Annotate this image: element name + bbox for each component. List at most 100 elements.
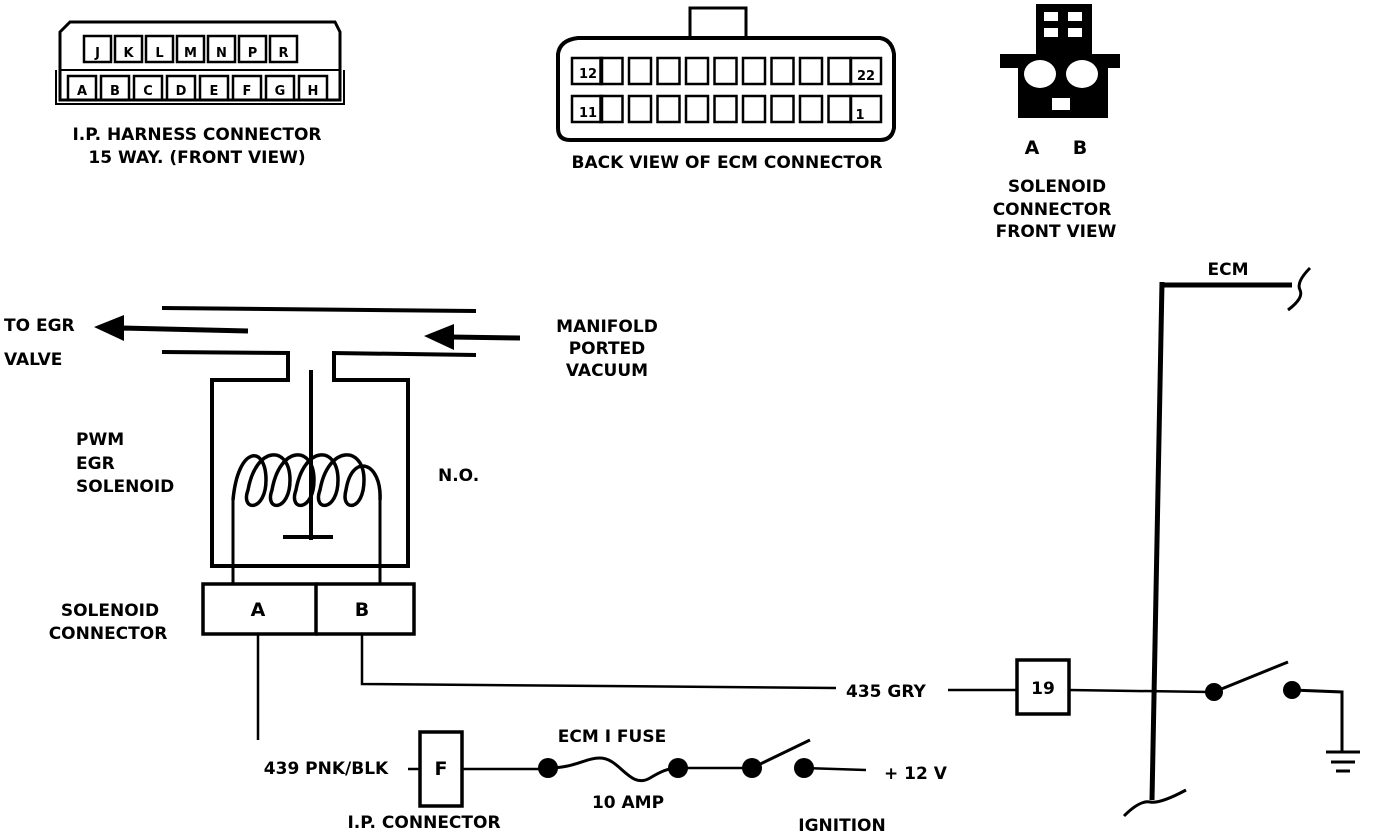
ecm-cavity xyxy=(770,56,795,86)
ip-top-letter: R xyxy=(278,46,288,61)
ecm-cavity xyxy=(570,94,604,124)
ip-bottom-letter: E xyxy=(210,84,219,99)
ip-bottom-letter: D xyxy=(176,84,187,99)
front-view-title-line3: FRONT VIEW xyxy=(996,222,1117,242)
ip-bottom-letter: B xyxy=(110,84,120,99)
to-egr-label-line1: TO EGR xyxy=(4,316,75,336)
ecm-cavity xyxy=(849,56,883,86)
ip-top-cavity xyxy=(237,34,268,64)
ip-bottom-letter: G xyxy=(275,84,286,99)
solenoid-connector-label-line2: CONNECTOR xyxy=(49,624,168,644)
ecm-label: ECM xyxy=(1207,260,1248,280)
front-view-title-line2: CONNECTOR xyxy=(993,200,1112,220)
ip-top-cavity xyxy=(206,34,237,64)
ground-symbol xyxy=(1326,750,1360,773)
ecm-pin-19-box xyxy=(1015,658,1071,716)
ecm-connector-title: BACK VIEW OF ECM CONNECTOR xyxy=(572,153,883,173)
manifold-label-line1: MANIFOLD xyxy=(556,317,658,337)
ecm-connector-view: 12 22 11 1 BACK VIEW OF ECM CONNECTOR xyxy=(556,6,896,173)
ecm-cavity xyxy=(741,56,767,86)
ip-harness-bottom-row: A B C D E F G H xyxy=(66,74,329,102)
front-view-pin-a: A xyxy=(1025,137,1040,159)
ip-top-letter: N xyxy=(216,46,227,61)
supply-voltage-label: + 12 V xyxy=(884,764,948,784)
ecm-pin-22: 22 xyxy=(857,69,875,84)
solenoid-label-line1: PWM xyxy=(76,430,124,450)
ecm-pin-12: 12 xyxy=(579,67,597,82)
ecm-cavity xyxy=(713,56,738,86)
ecm-cavity xyxy=(827,56,852,86)
ip-bottom-cavity xyxy=(231,74,263,102)
normally-open-label: N.O. xyxy=(438,466,479,486)
ip-top-cavity xyxy=(82,34,113,64)
ip-top-letter: M xyxy=(184,46,197,61)
ecm-cavity xyxy=(656,56,681,86)
front-view-pin-b: B xyxy=(1073,137,1087,159)
ecm-pin-19-label: 19 xyxy=(1031,679,1055,699)
ip-bottom-letter: A xyxy=(77,84,87,99)
wire-439-pnk-blk: 439 PNK/BLK F I.P. CONNECTOR ECM I FUSE … xyxy=(256,634,948,834)
ip-bottom-letter: F xyxy=(243,84,252,99)
solenoid-connector-label-line1: SOLENOID xyxy=(61,601,159,621)
ecm-cavity xyxy=(770,94,795,124)
ecm-cavity xyxy=(684,56,710,86)
ecm-cavity xyxy=(713,94,738,124)
ip-top-cavity xyxy=(268,34,299,64)
manifold-label-line2: PORTED xyxy=(569,339,646,359)
ecm-boundary: ECM xyxy=(1122,260,1360,818)
ecm-pin-11: 11 xyxy=(579,106,597,121)
ip-bottom-cavity xyxy=(66,74,98,102)
ecm-cavity xyxy=(627,56,653,86)
fuse-name-label: ECM I FUSE xyxy=(558,727,666,747)
ecm-cavity xyxy=(849,94,883,124)
ip-connector-label: I.P. CONNECTOR xyxy=(347,813,500,833)
ecm-cavity xyxy=(798,56,824,86)
ip-top-letter: K xyxy=(123,46,134,61)
ip-top-letter: P xyxy=(248,46,258,61)
ecm-cavity xyxy=(827,94,852,124)
wire-439-label: 439 PNK/BLK xyxy=(264,759,389,779)
to-egr-arrow xyxy=(94,315,124,341)
ip-bottom-cavity xyxy=(264,74,296,102)
pwm-egr-solenoid: PWM EGR SOLENOID N.O. xyxy=(76,354,479,584)
ignition-label: IGNITION xyxy=(798,816,885,834)
ip-top-letter: J xyxy=(94,46,100,61)
manifold-vacuum-arrow xyxy=(424,324,454,350)
to-egr-label-line2: VALVE xyxy=(4,350,62,370)
ip-harness-title-line2: 15 WAY. (FRONT VIEW) xyxy=(88,148,305,168)
solenoid-coil xyxy=(231,453,382,508)
ecm-cavity xyxy=(570,56,604,86)
ecm-cavity xyxy=(627,94,653,124)
solenoid-label-line2: EGR xyxy=(76,454,115,474)
fuse-element xyxy=(547,756,679,782)
ecm-pin-1: 1 xyxy=(855,108,864,123)
ecm-cavity xyxy=(798,94,824,124)
ip-bottom-cavity xyxy=(99,74,131,102)
ip-bottom-letter: C xyxy=(143,84,153,99)
ip-bottom-cavity xyxy=(165,74,197,102)
solenoid-label-line3: SOLENOID xyxy=(76,477,174,497)
wire-435-gry: 435 GRY 19 xyxy=(360,634,1211,716)
ip-harness-title-line1: I.P. HARNESS CONNECTOR xyxy=(72,125,321,145)
ecm-cavity xyxy=(684,94,710,124)
ip-bottom-cavity xyxy=(198,74,230,102)
ip-bottom-cavity xyxy=(132,74,164,102)
ip-top-cavity xyxy=(175,34,206,64)
solenoid-connector-front-view: A B SOLENOID CONNECTOR FRONT VIEW xyxy=(993,4,1120,242)
ip-top-cavity xyxy=(113,34,144,64)
front-view-title-line1: SOLENOID xyxy=(1008,177,1106,197)
solenoid-connector-pin-a: A xyxy=(251,599,266,621)
ip-top-cavity xyxy=(144,34,175,64)
ip-connector-pin-f: F xyxy=(435,758,448,780)
ecm-cavity xyxy=(599,56,624,86)
ecm-connector-pin-grid xyxy=(570,56,883,124)
solenoid-connector-pin-b: B xyxy=(355,599,369,621)
ip-bottom-cavity xyxy=(297,74,329,102)
fuse-rating-label: 10 AMP xyxy=(592,793,664,813)
ip-bottom-letter: H xyxy=(308,84,319,99)
vacuum-passage: TO EGR VALVE MANIFOLD PORTED VACUUM xyxy=(4,306,658,381)
ecm-cavity xyxy=(599,94,624,124)
